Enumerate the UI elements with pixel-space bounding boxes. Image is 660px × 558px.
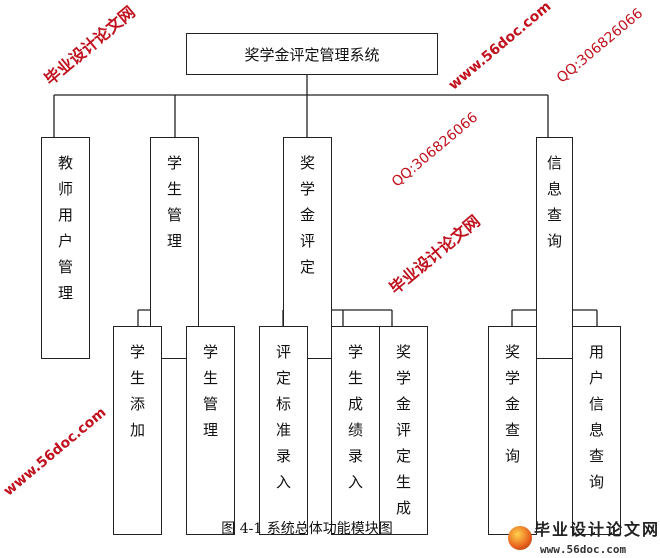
logo-url: www.56doc.com: [540, 543, 627, 556]
module-teacher-user-management: 教师用户管理: [41, 137, 90, 359]
node-grade-entry: 学生成绩录入: [331, 326, 380, 535]
node-label: 用户信息查询: [588, 343, 604, 491]
root-node: 奖学金评定管理系统: [186, 33, 438, 75]
node-label: 奖学金评定: [299, 154, 315, 276]
node-label: 学生管理: [166, 154, 182, 250]
node-criteria-entry: 评定标准录入: [259, 326, 308, 535]
site-logo: 毕业设计论文网 www.56doc.com: [500, 520, 660, 558]
figure-caption: 图 4-1 系统总体功能模块图: [221, 521, 393, 537]
node-label: 学生添加: [129, 343, 145, 439]
node-evaluation-generate: 奖学金评定生成: [379, 326, 428, 535]
module-student-management: 学生管理: [150, 137, 199, 359]
module-scholarship-evaluation: 奖学金评定: [283, 137, 332, 359]
logo-name: 毕业设计论文网: [534, 520, 660, 539]
node-label: 教师用户管理: [57, 154, 73, 302]
node-user-info-query: 用户信息查询: [572, 326, 621, 535]
node-label: 奖学金评定生成: [395, 343, 411, 517]
node-label: 学生管理: [202, 343, 218, 439]
node-label: 评定标准录入: [275, 343, 291, 491]
node-label: 学生成绩录入: [347, 343, 363, 491]
node-label: 信息查询: [546, 154, 562, 250]
module-info-query: 信息查询: [536, 137, 573, 359]
node-scholarship-query: 奖学金查询: [488, 326, 537, 535]
node-label: 奖学金查询: [504, 343, 520, 465]
node-student-add: 学生添加: [113, 326, 162, 535]
node-student-manage: 学生管理: [186, 326, 235, 535]
root-label: 奖学金评定管理系统: [244, 45, 380, 64]
logo-globe-icon: [508, 526, 532, 550]
